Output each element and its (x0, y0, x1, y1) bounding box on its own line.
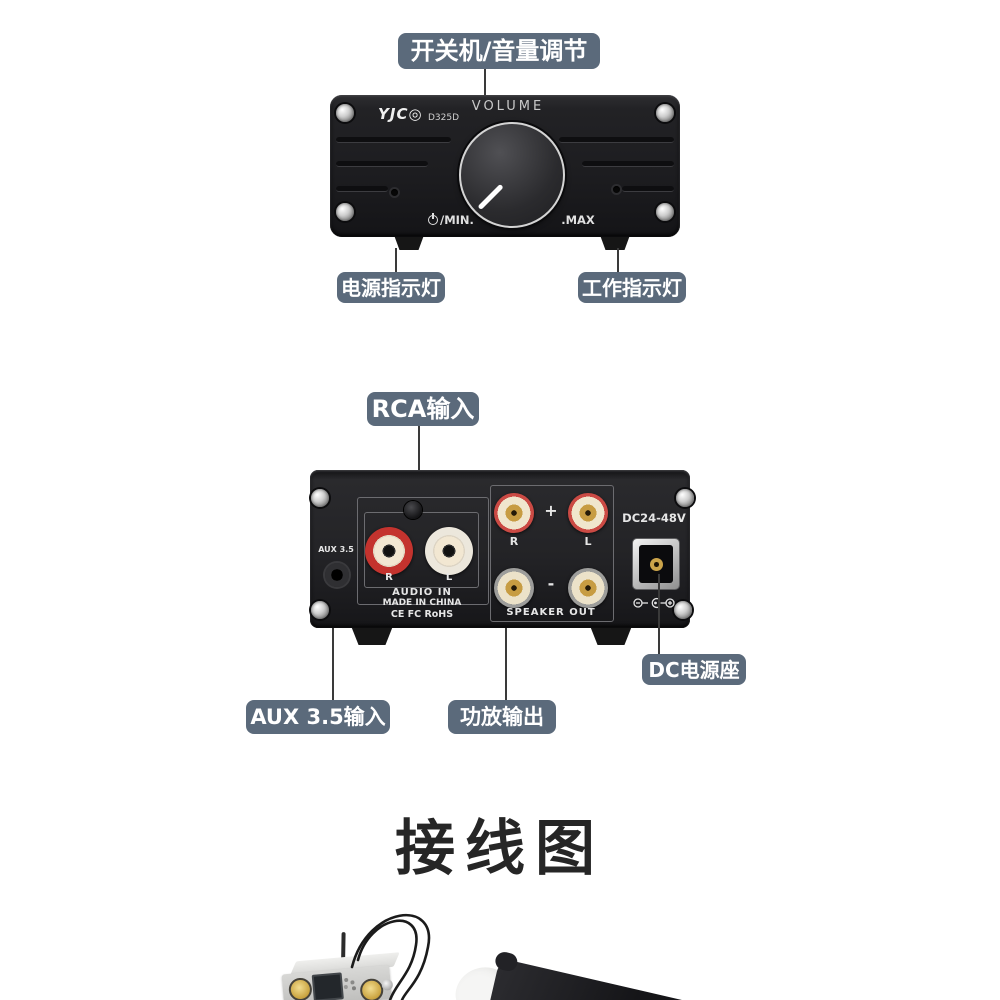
screw-icon (336, 203, 354, 221)
dc-power-jack (632, 538, 680, 590)
rca-jack-left (425, 527, 473, 575)
amp-rear-panel: AUX 3.5 R L AUDIO IN MADE IN CHINA CE FC… (310, 470, 694, 628)
min-label: /MIN. (428, 213, 474, 227)
volume-label: VOLUME (471, 99, 545, 114)
plus-label: + (544, 501, 558, 520)
vent-groove (622, 186, 674, 192)
aux-panel-label: AUX 3.5 (318, 545, 354, 554)
callout-work-led: 工作指示灯 (578, 272, 686, 303)
power-led-hole (391, 189, 398, 196)
callout-dc-socket: DC电源座 (642, 654, 746, 685)
signal-cables (350, 913, 431, 1000)
speaker-post-left-minus (568, 568, 608, 608)
rubber-foot (590, 628, 632, 645)
vu-meter-icon (287, 977, 313, 1000)
callout-power-volume: 开关机/音量调节 (398, 33, 600, 69)
rca-l-label: L (445, 572, 453, 583)
screw-icon (404, 501, 422, 519)
screw-icon (311, 601, 329, 619)
rubber-foot (600, 237, 630, 250)
vent-groove (336, 161, 428, 167)
leader-line-dc (658, 574, 660, 654)
volume-knob (459, 122, 565, 228)
work-led-hole (613, 186, 620, 193)
callout-rca-input: RCA输入 (367, 392, 479, 426)
audio-in-label: AUDIO IN (392, 587, 452, 598)
power-icon (428, 213, 438, 225)
brand-logo: YJC◎ (378, 105, 423, 123)
dc-polarity-icon (633, 597, 675, 609)
dc-jack-hole (639, 545, 673, 583)
callout-power-led: 电源指示灯 (337, 272, 445, 303)
screw-icon (656, 104, 674, 122)
max-label: .MAX (561, 213, 595, 227)
speaker-out-label: SPEAKER OUT (506, 607, 596, 618)
spk-r-label: R (509, 535, 519, 548)
model-number: D325D (428, 113, 460, 123)
speaker-post-right-plus (494, 493, 534, 533)
dc-jack-pin (649, 557, 663, 571)
screw-icon (336, 104, 354, 122)
spk-l-label: L (584, 535, 592, 548)
minus-label: - (547, 574, 555, 593)
leader-line-work-led (617, 248, 619, 273)
leader-line-rca (418, 426, 420, 504)
leader-line-power-led (395, 248, 397, 273)
audio-in-outline (357, 497, 489, 605)
speaker-post-left-plus (568, 493, 608, 533)
rca-r-label: R (385, 572, 393, 583)
screw-icon (676, 489, 694, 507)
wiring-diagram-heading: 接线图 (395, 814, 605, 884)
leader-line-amp-out (505, 628, 507, 700)
leader-line-aux (332, 628, 334, 700)
rca-jack-right (365, 527, 413, 575)
rubber-foot (394, 237, 424, 250)
callout-aux-input: AUX 3.5输入 (246, 700, 390, 734)
rubber-foot (351, 628, 393, 645)
screw-icon (656, 203, 674, 221)
speaker-out-outline (490, 485, 614, 622)
vent-groove (336, 137, 451, 143)
knob-indicator-icon (476, 183, 504, 211)
cert-marks-label: CE FC RoHS (390, 609, 454, 620)
made-in-label: MADE IN CHINA (382, 598, 462, 608)
speaker-post-right-minus (494, 568, 534, 608)
amplifier-top-view (482, 958, 720, 1000)
vent-groove (582, 161, 674, 167)
dc-voltage-label: DC24-48V (622, 511, 686, 525)
vent-groove (336, 186, 388, 192)
vent-groove (559, 137, 674, 143)
screw-icon (311, 489, 329, 507)
screw-icon (674, 601, 692, 619)
amp-front-panel: YJC◎ D325D VOLUME /MIN. .MAX (330, 95, 680, 237)
callout-amp-output: 功放输出 (448, 700, 556, 734)
aux-3.5mm-jack (325, 563, 349, 587)
